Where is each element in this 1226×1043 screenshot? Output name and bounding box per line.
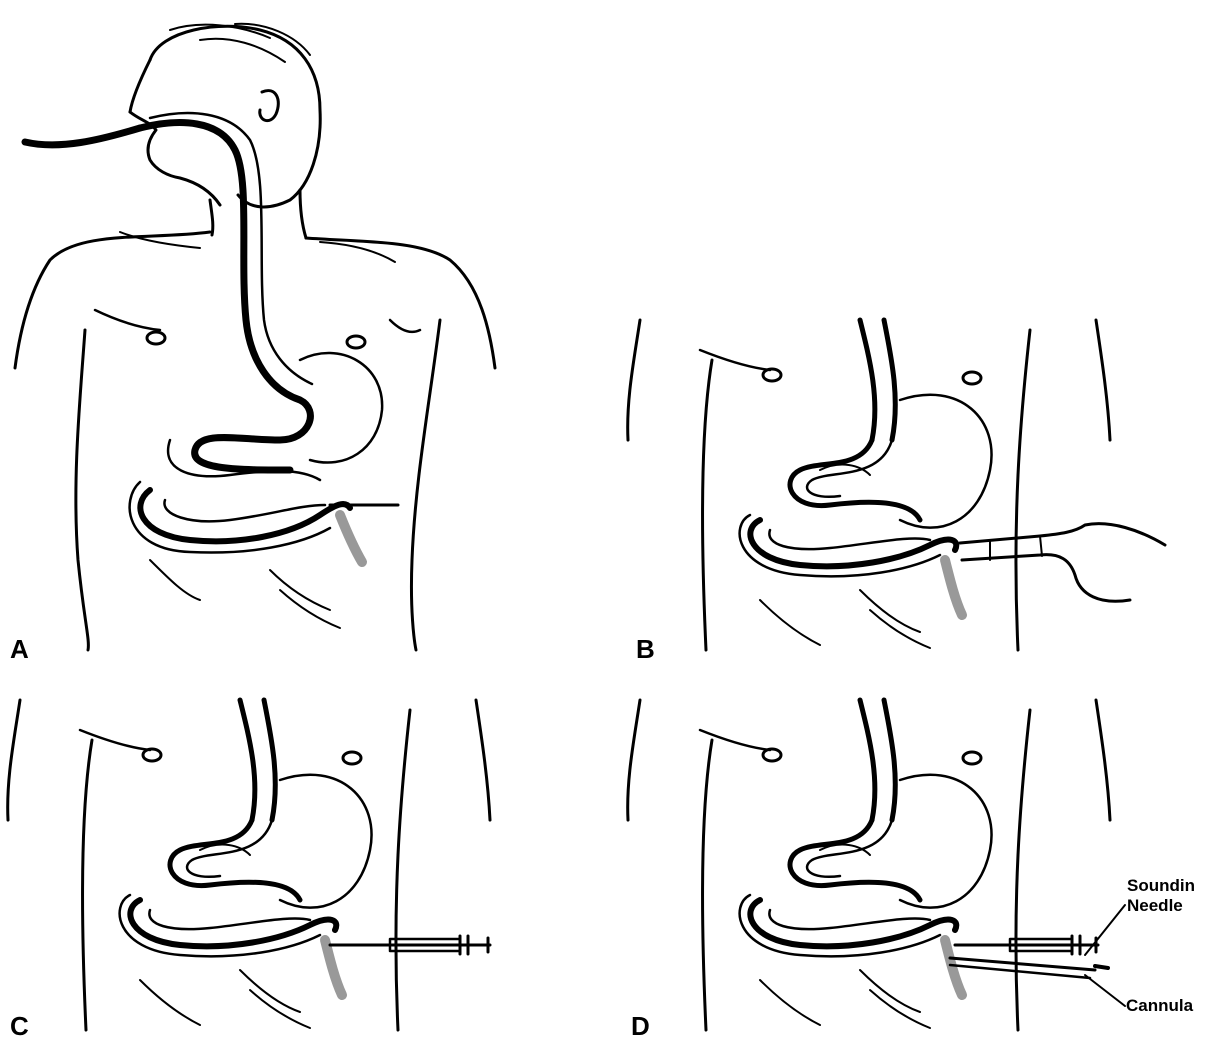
panel-label-c: C: [10, 1013, 29, 1039]
panel-d-figure: [628, 700, 1110, 1030]
sounding-needle-label-line2: Needle: [1127, 896, 1226, 916]
sounding-needle-label-line1: Soundin: [1127, 876, 1226, 896]
panel-label-d: D: [631, 1013, 650, 1039]
panel-label-b: B: [636, 636, 655, 662]
sounding-needle-label: Soundin Needle: [1127, 876, 1226, 915]
cannula-label: Cannula: [1126, 996, 1226, 1016]
panel-label-a: A: [10, 636, 29, 662]
panel-c-figure: [8, 700, 490, 1030]
cannula-leader: [1085, 975, 1125, 1006]
sounding-needle-leader: [1085, 905, 1125, 955]
panel-b-figure: [628, 320, 1165, 650]
panel-a-figure: [15, 24, 495, 650]
